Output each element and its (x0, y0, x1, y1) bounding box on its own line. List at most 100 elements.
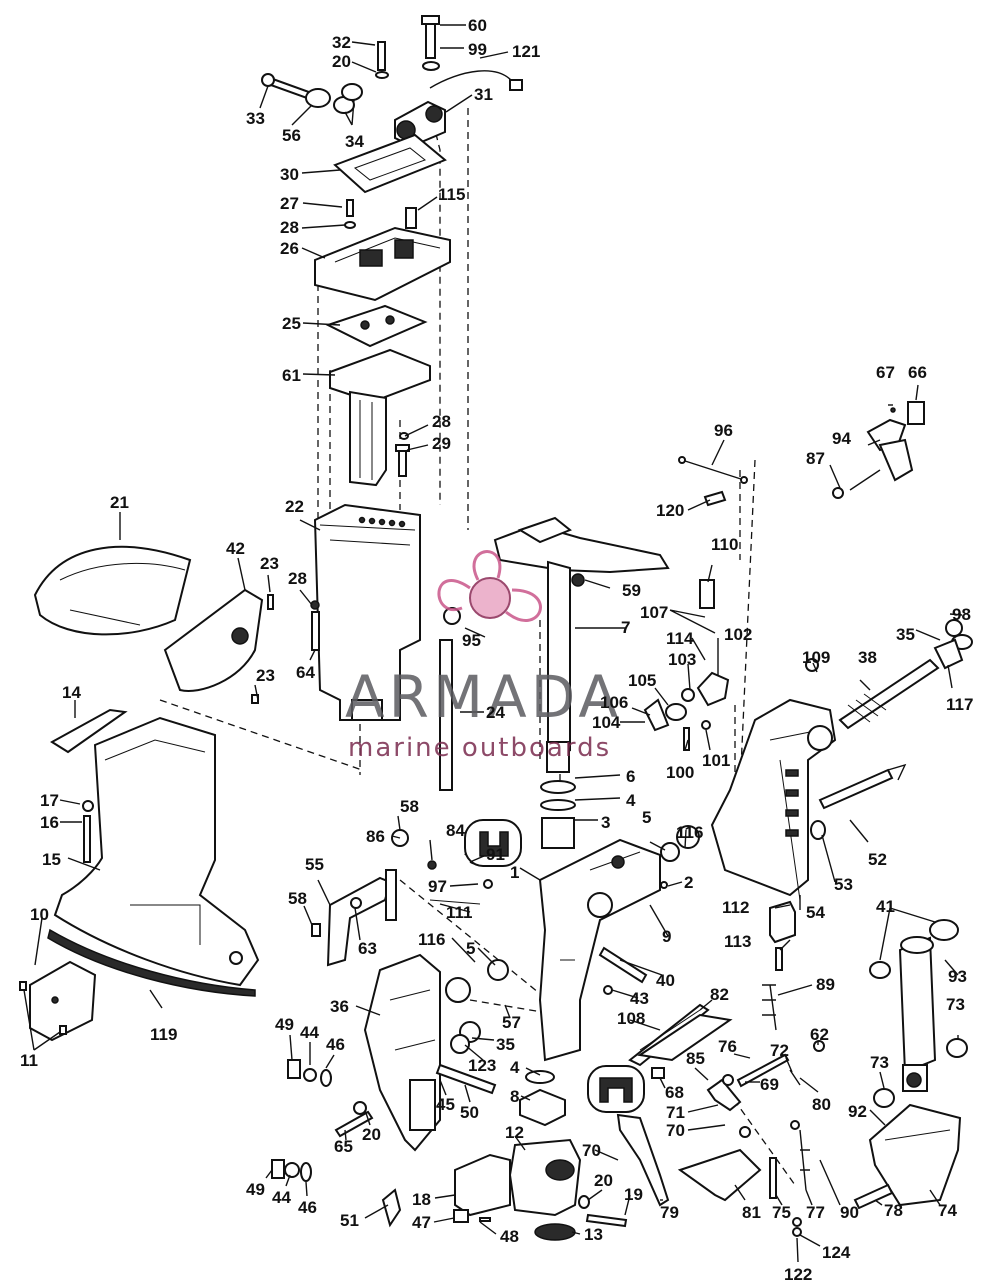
part-label: 99 (468, 40, 487, 59)
part-label: 12 (505, 1123, 524, 1142)
part-label: 91 (486, 845, 505, 864)
part-label: 70 (582, 1141, 601, 1160)
left-hardware (271, 1059, 374, 1182)
part-label: 67 (876, 363, 895, 382)
part-label: 89 (816, 975, 835, 994)
part-label: 112 (722, 898, 749, 917)
part-label: 76 (718, 1037, 737, 1056)
side-covers (33, 545, 274, 754)
part-label: 75 (772, 1203, 791, 1222)
lock-assembly (643, 579, 730, 751)
part-label: 73 (870, 1053, 889, 1072)
part-label: 33 (246, 109, 265, 128)
part-label: 16 (40, 813, 59, 832)
housing-holes (358, 516, 406, 528)
part-label: 18 (412, 1190, 431, 1209)
part-label: 54 (806, 903, 825, 922)
part-label: 122 (784, 1265, 812, 1284)
part-label: 116 (676, 823, 703, 842)
part-label: 52 (868, 850, 887, 869)
part-label: 114 (666, 629, 694, 648)
part-label: 50 (460, 1103, 479, 1122)
part-label: 70 (666, 1121, 685, 1140)
brand-tagline: marine outboards (348, 733, 611, 763)
part-label: 17 (40, 791, 59, 810)
part-label: 2 (684, 873, 693, 892)
part-label: 34 (345, 132, 364, 151)
exhaust-housing-22 (310, 503, 453, 791)
part-label: 61 (282, 366, 301, 385)
part-label: 20 (362, 1125, 381, 1144)
part-label: 7 (621, 618, 630, 637)
swivel-bracket-1 (538, 780, 700, 1062)
link-plate-82 (637, 1013, 733, 1062)
part-label: 60 (468, 16, 487, 35)
part-label: 53 (834, 875, 853, 894)
part-label: 30 (280, 165, 299, 184)
part-label: 66 (908, 363, 927, 382)
part-label: 68 (665, 1083, 684, 1102)
part-label: 65 (334, 1137, 353, 1156)
part-label: 23 (260, 554, 279, 573)
part-label: 55 (305, 855, 324, 874)
part-label: 19 (624, 1185, 643, 1204)
part-label: 93 (948, 967, 967, 986)
upper-mount-assembly (261, 15, 523, 487)
part-label: 27 (280, 194, 299, 213)
part-label: 8 (510, 1087, 519, 1106)
part-label: 105 (628, 671, 656, 690)
part-label: 97 (428, 877, 447, 896)
part-label: 1 (510, 863, 519, 882)
part-label: 10 (30, 905, 49, 924)
part-label: 20 (332, 52, 351, 71)
part-label: 44 (300, 1023, 319, 1042)
part-label: 4 (626, 791, 636, 810)
part-label: 113 (724, 932, 751, 951)
part-label: 110 (711, 535, 738, 554)
part-label: 4 (510, 1058, 520, 1077)
part-label: 58 (288, 889, 307, 908)
part-label: 14 (62, 683, 81, 702)
part-label: 23 (256, 666, 275, 685)
part-label: 11 (20, 1051, 38, 1070)
part-label: 123 (468, 1056, 496, 1075)
stern-bracket-left (363, 953, 509, 1152)
part-label: 63 (358, 939, 377, 958)
part-label: 31 (474, 85, 493, 104)
part-label: 85 (686, 1049, 705, 1068)
part-label: 46 (298, 1198, 317, 1217)
part-label: 94 (832, 429, 851, 448)
part-label: 58 (400, 797, 419, 816)
part-label: 98 (952, 605, 971, 624)
part-label: 81 (742, 1203, 761, 1222)
part-label: 38 (858, 648, 877, 667)
part-label: 103 (668, 650, 696, 669)
part-label: 59 (622, 581, 641, 600)
part-label: 115 (438, 185, 465, 204)
part-label: 84 (446, 821, 465, 840)
part-label: 82 (710, 985, 729, 1004)
part-label: 107 (640, 603, 668, 622)
part-label: 35 (896, 625, 915, 644)
part-label: 42 (226, 539, 245, 558)
part-label: 20 (594, 1171, 613, 1190)
part-label: 108 (617, 1009, 645, 1028)
part-label: 73 (946, 995, 965, 1014)
part-label: 45 (436, 1095, 455, 1114)
part-label: 51 (340, 1211, 359, 1230)
part-label: 104 (592, 713, 621, 732)
part-label: 106 (600, 693, 628, 712)
part-label: 6 (626, 767, 635, 786)
part-labels: 60 32 99 20 121 33 31 56 34 30 27 115 28… (20, 16, 973, 1284)
part-label: 9 (662, 927, 671, 946)
part-label: 120 (656, 501, 684, 520)
clamp-assembly (381, 1070, 628, 1241)
part-label: 5 (466, 939, 475, 958)
part-label: 87 (806, 449, 825, 468)
tilt-linkage (311, 829, 493, 967)
part-label: 41 (876, 897, 895, 916)
part-label: 49 (246, 1180, 265, 1199)
part-label: 5 (642, 808, 651, 827)
part-label: 124 (822, 1243, 851, 1262)
stern-bracket-right (710, 619, 973, 901)
